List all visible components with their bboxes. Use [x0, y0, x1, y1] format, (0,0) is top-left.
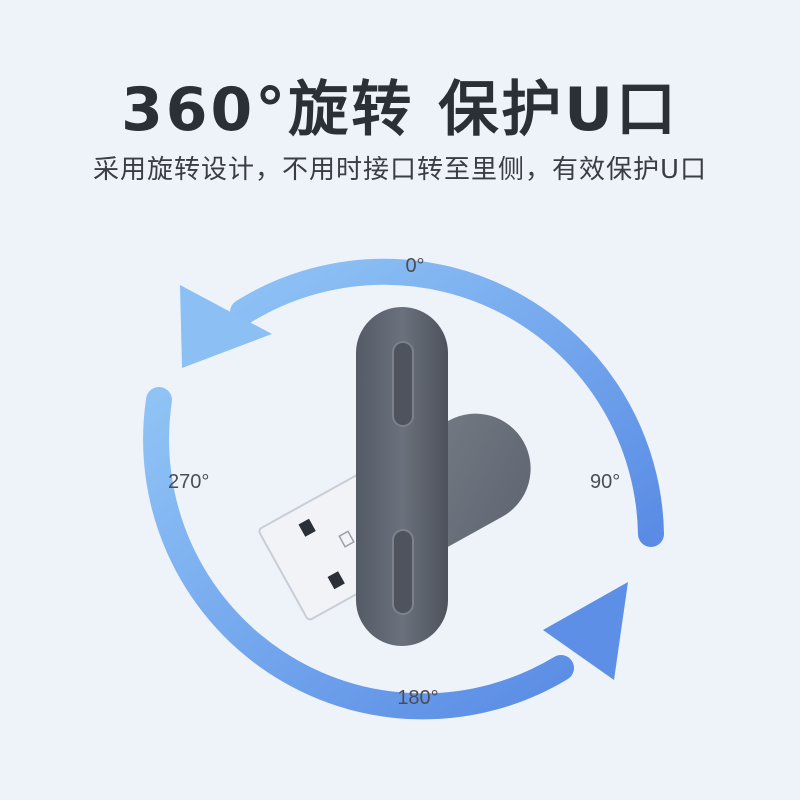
angle-label-90: 90°: [590, 471, 621, 493]
connector-contact-1: [298, 518, 316, 537]
subline: 采用旋转设计，不用时接口转至里侧，有效保护U口: [92, 155, 708, 185]
connector-contact-3: [338, 530, 355, 548]
upper-arc: [230, 258, 664, 547]
headline: 360°旋转 保护U口: [121, 75, 679, 145]
angle-label-270: 270°: [168, 471, 210, 493]
cover-groove-bottom: [392, 529, 414, 615]
lower-arc: [143, 387, 574, 720]
lower-arrowhead: [543, 582, 628, 680]
cover-groove-top: [392, 341, 414, 427]
rotation-arrows-icon: [143, 258, 664, 720]
usb-flash-drive-icon: [258, 307, 531, 646]
angle-label-0: 0°: [405, 255, 425, 277]
upper-arrowhead: [180, 285, 272, 368]
swivel-cover: [356, 307, 448, 646]
angle-label-180: 180°: [397, 687, 439, 709]
connector-contact-2: [327, 571, 345, 590]
